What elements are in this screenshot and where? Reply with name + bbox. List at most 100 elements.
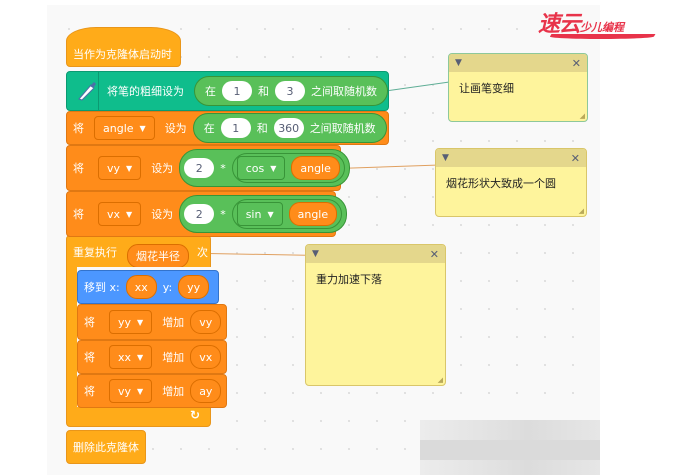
- close-icon[interactable]: ✕: [571, 56, 581, 70]
- set-angle-block[interactable]: 将 angle▼ 设为 在 1 和 360 之间取随机数: [66, 111, 389, 145]
- close-icon[interactable]: ✕: [429, 247, 439, 261]
- function-dropdown[interactable]: sin ▼: [236, 202, 283, 226]
- multiply-operator[interactable]: 2 * cos▼ angle: [179, 149, 350, 187]
- factor-input[interactable]: 2: [184, 158, 215, 178]
- set-vy-block[interactable]: 将 vy▼ 设为 2 * cos▼ angle: [66, 145, 350, 191]
- logo-swoosh: [548, 34, 656, 39]
- variable-dropdown-yy[interactable]: yy ▼: [109, 310, 153, 334]
- value-reporter[interactable]: vx: [190, 345, 222, 369]
- op-in-text: 在: [205, 85, 216, 98]
- random-max-input[interactable]: 3: [275, 81, 305, 101]
- collapse-icon[interactable]: ▼: [442, 153, 449, 163]
- random-operator[interactable]: 在 1 和 3 之间取随机数: [194, 76, 388, 106]
- note-text[interactable]: 让画笔变细: [459, 82, 514, 95]
- logo-sub-text: 少儿编程: [580, 21, 625, 34]
- op-and-text: 和: [256, 122, 268, 135]
- func-name: cos: [245, 161, 265, 175]
- blurred-region: [420, 420, 600, 475]
- set-to-label: 设为: [151, 208, 174, 221]
- chevron-down-icon: ▼: [267, 209, 274, 219]
- value-reporter[interactable]: vy: [190, 310, 222, 334]
- func-name: sin: [245, 207, 262, 221]
- logo-main-text: 速云: [538, 11, 581, 37]
- set-pen-size-block[interactable]: 将笔的粗细设为 在 1 和 3 之间取随机数: [66, 71, 389, 111]
- chevron-down-icon: ▼: [137, 317, 144, 327]
- variable-dropdown-vy[interactable]: vy ▼: [98, 156, 142, 180]
- angle-reporter[interactable]: angle: [288, 202, 338, 226]
- set-to-label: 设为: [164, 122, 187, 135]
- hat-label: 当作为克隆体启动时: [73, 48, 172, 61]
- collapse-icon[interactable]: ▼: [455, 58, 462, 68]
- note-header[interactable]: ▼ ✕: [449, 54, 587, 72]
- var-name: xx: [118, 350, 132, 364]
- multiply-operator[interactable]: 2 * sin ▼ angle: [179, 195, 348, 233]
- change-yy-block[interactable]: 将 yy▼ 增加 vy: [77, 304, 227, 340]
- pen-label: 将笔的粗细设为: [107, 85, 184, 98]
- math-function-operator[interactable]: cos ▼ angle: [231, 153, 345, 183]
- op-tail-text: 之间取随机数: [311, 85, 377, 98]
- chevron-down-icon: ▼: [270, 163, 277, 173]
- set-prefix: 将: [73, 208, 84, 221]
- var-name: vy: [107, 161, 121, 175]
- random-max-input[interactable]: 360: [273, 118, 304, 138]
- var-name: yy: [118, 315, 132, 329]
- set-prefix: 将: [73, 122, 84, 135]
- y-reporter[interactable]: yy: [178, 275, 210, 299]
- factor-input[interactable]: 2: [184, 204, 215, 224]
- note-text[interactable]: 重力加速下落: [316, 273, 382, 286]
- comment-note-1[interactable]: ▼ ✕ 让画笔变细 ◢: [448, 53, 588, 122]
- resize-handle-icon[interactable]: ◢: [579, 112, 585, 120]
- resize-handle-icon[interactable]: ◢: [578, 207, 584, 215]
- change-vy-block[interactable]: 将 vy▼ 增加 ay: [77, 374, 227, 408]
- variable-dropdown-xx[interactable]: xx▼: [109, 345, 153, 369]
- random-operator[interactable]: 在 1 和 360 之间取随机数: [192, 113, 387, 143]
- close-icon[interactable]: ✕: [570, 151, 580, 165]
- delete-clone-block[interactable]: 删除此克隆体: [66, 430, 146, 464]
- delete-label: 删除此克隆体: [73, 441, 139, 454]
- collapse-icon[interactable]: ▼: [312, 249, 319, 259]
- x-reporter[interactable]: xx: [125, 275, 157, 299]
- y-label: y:: [162, 280, 173, 294]
- chevron-down-icon: ▼: [126, 209, 133, 219]
- comment-note-3[interactable]: ▼ ✕ 重力加速下落 ◢: [305, 244, 446, 386]
- resize-handle-icon[interactable]: ◢: [437, 376, 443, 384]
- change-xx-block[interactable]: 将 xx▼ 增加 vx: [77, 340, 227, 374]
- var-name: angle: [103, 121, 134, 135]
- when-start-as-clone-hat[interactable]: 当作为克隆体启动时: [66, 27, 181, 67]
- repeat-label: 重复执行: [73, 246, 117, 259]
- times-symbol: *: [220, 207, 226, 221]
- random-min-input[interactable]: 1: [220, 118, 251, 138]
- op-tail-text: 之间取随机数: [309, 122, 376, 135]
- change-label: 增加: [162, 316, 185, 329]
- var-name: vx: [107, 207, 121, 221]
- repeat-count-reporter[interactable]: 烟花半径: [127, 244, 189, 268]
- function-dropdown[interactable]: cos ▼: [236, 156, 286, 180]
- math-function-operator[interactable]: sin ▼ angle: [231, 199, 343, 229]
- change-prefix: 将: [84, 351, 95, 364]
- change-prefix: 将: [84, 385, 95, 398]
- brand-logo: 速云少儿编程: [538, 6, 656, 39]
- op-in-text: 在: [203, 122, 215, 135]
- pen-icon: [73, 71, 99, 111]
- chevron-down-icon: ▼: [126, 163, 133, 173]
- note-header[interactable]: ▼ ✕: [436, 149, 586, 167]
- note-header[interactable]: ▼ ✕: [306, 245, 445, 263]
- set-to-label: 设为: [151, 162, 174, 175]
- variable-dropdown-angle[interactable]: angle▼: [94, 116, 155, 140]
- variable-dropdown-vx[interactable]: vx ▼: [98, 202, 142, 226]
- goto-label: 移到 x:: [84, 281, 120, 294]
- loop-arrow-icon: ↻: [190, 408, 201, 422]
- variable-dropdown-vy[interactable]: vy▼: [109, 379, 153, 403]
- random-min-input[interactable]: 1: [222, 81, 252, 101]
- set-vx-block[interactable]: 将 vx ▼ 设为 2 * sin ▼ angle: [66, 191, 348, 237]
- comment-note-2[interactable]: ▼ ✕ 烟花形状大致成一个圆 ◢: [435, 148, 587, 217]
- op-and-text: 和: [258, 85, 269, 98]
- change-label: 增加: [162, 351, 185, 364]
- change-label: 增加: [162, 385, 185, 398]
- set-prefix: 将: [73, 162, 84, 175]
- chevron-down-icon: ▼: [137, 386, 144, 396]
- goto-xy-block[interactable]: 移到 x: xx y: yy: [77, 270, 219, 304]
- angle-reporter[interactable]: angle: [291, 156, 340, 180]
- value-reporter[interactable]: ay: [190, 379, 222, 403]
- note-text[interactable]: 烟花形状大致成一个圆: [446, 177, 556, 190]
